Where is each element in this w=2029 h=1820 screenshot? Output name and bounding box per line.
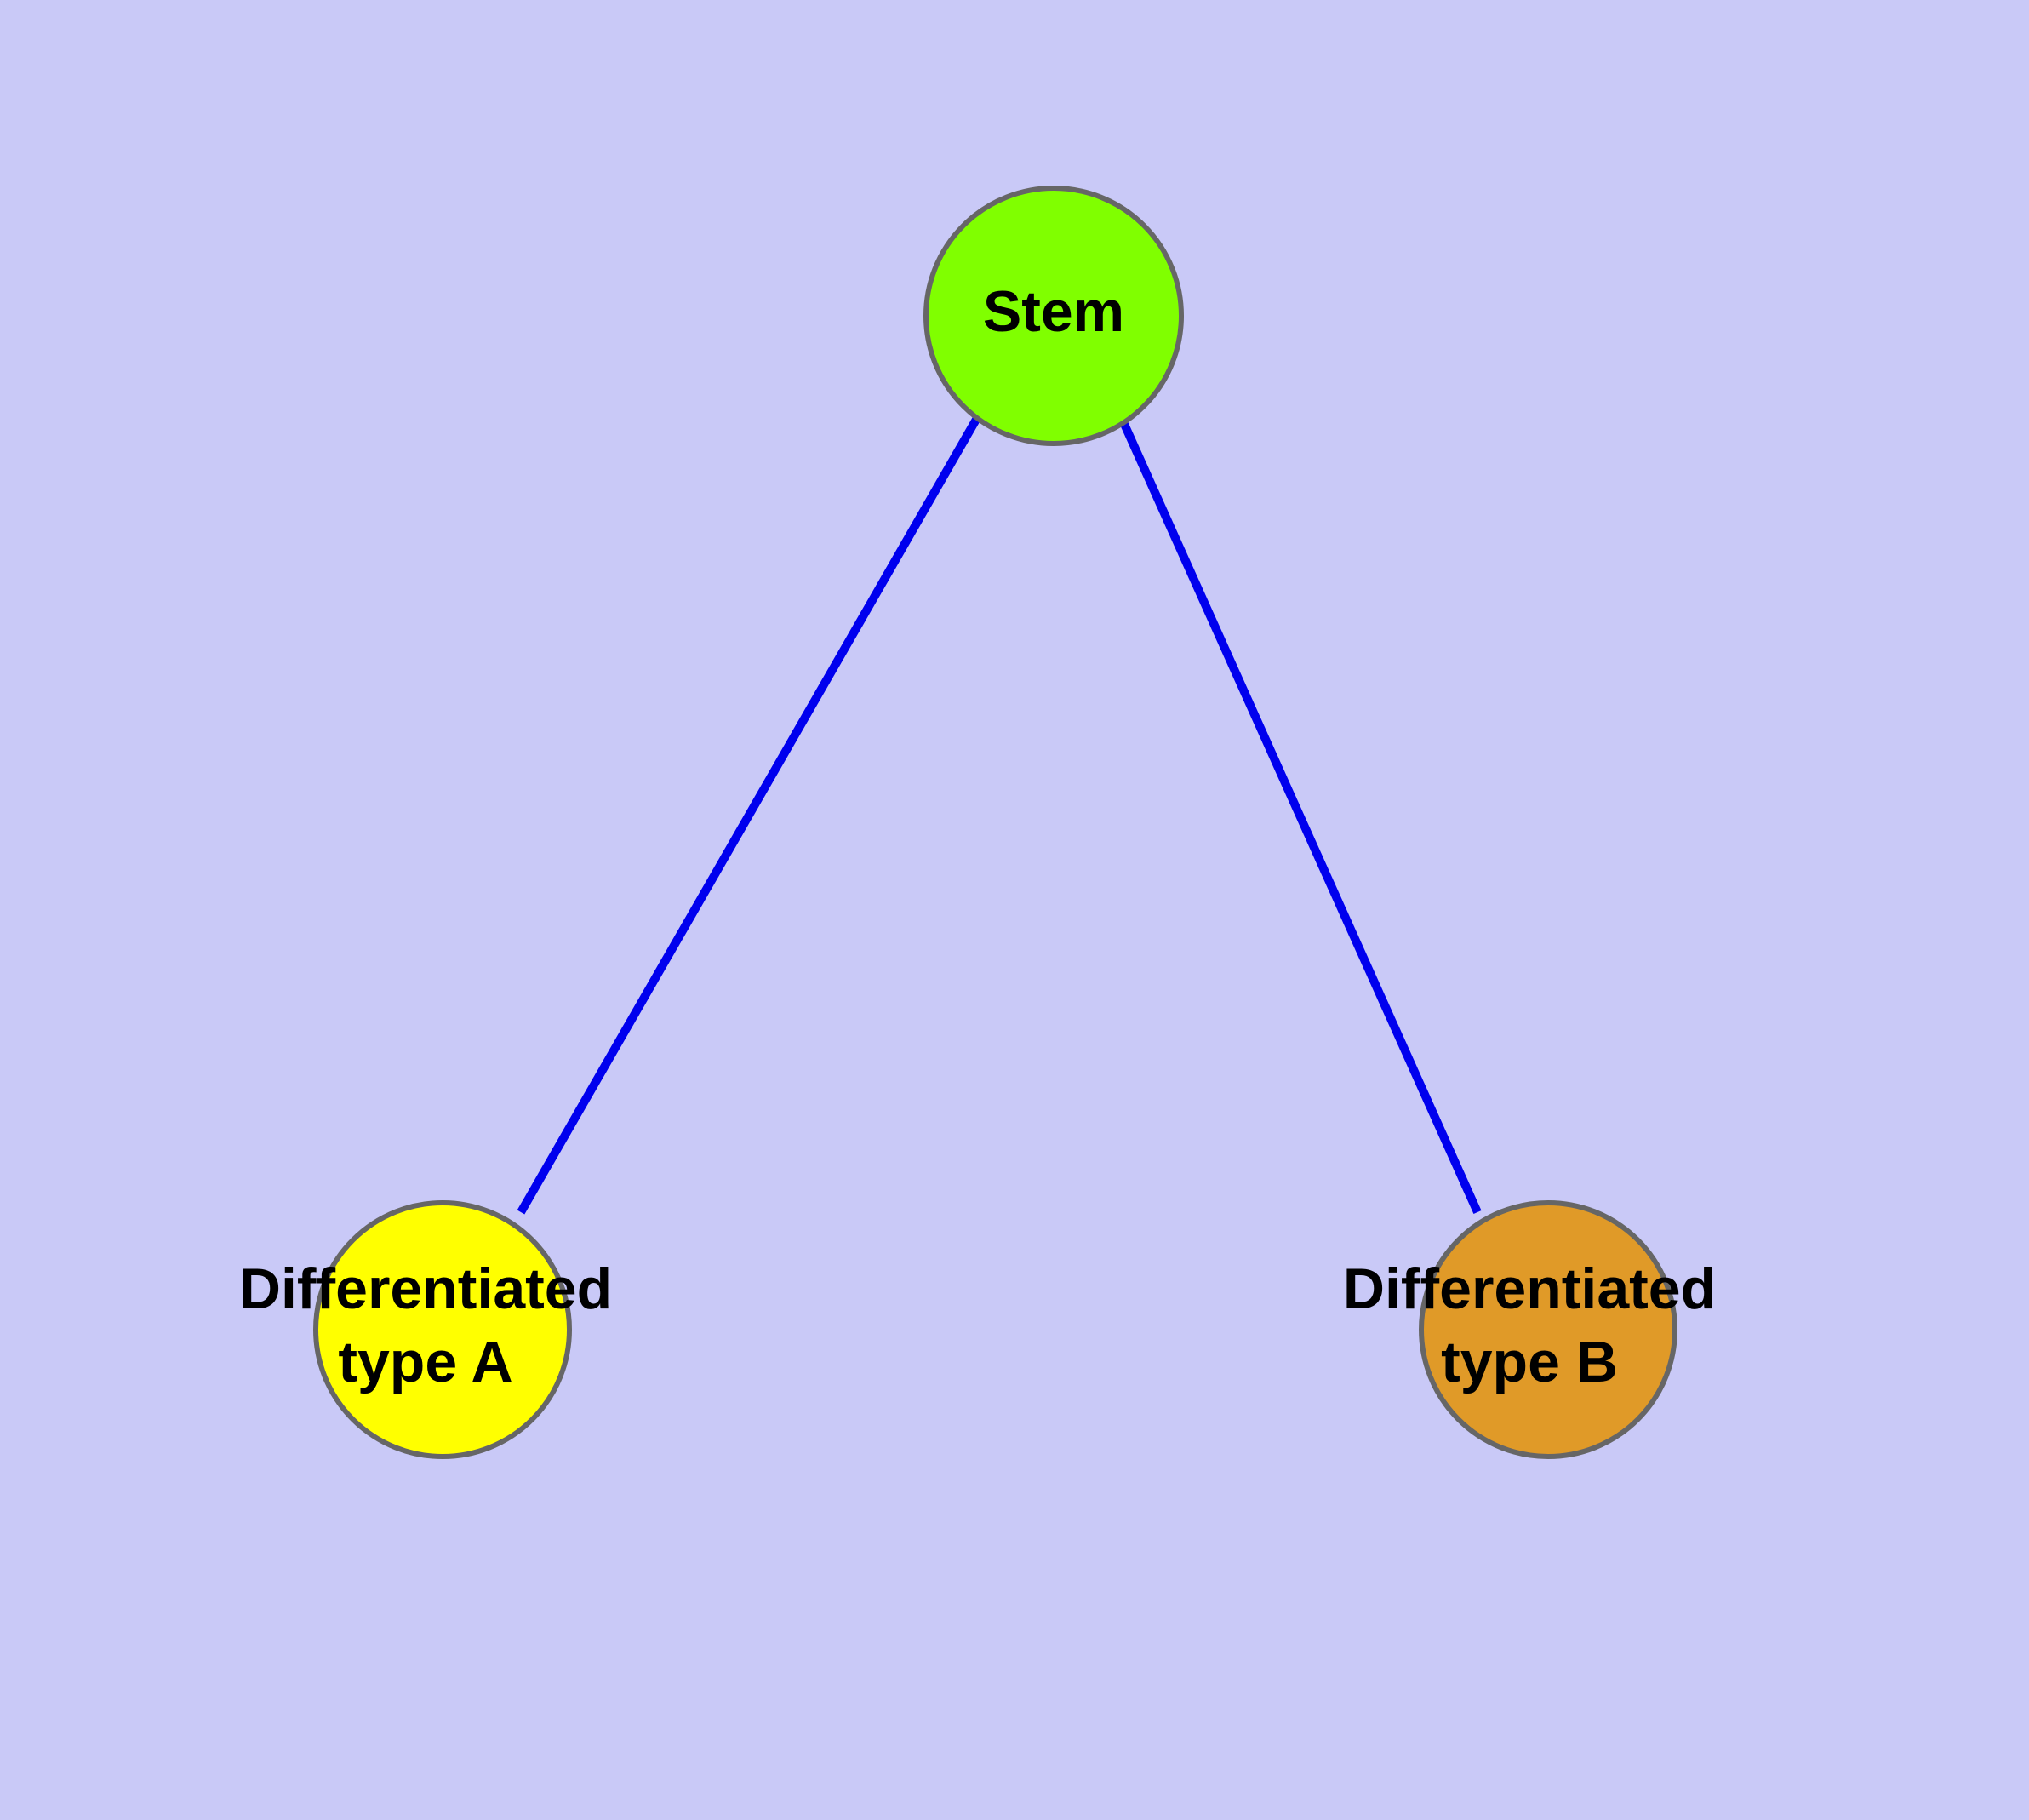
edge-stem-to-diff-b — [1119, 420, 1482, 1215]
node-circle-stem[interactable] — [923, 186, 1184, 446]
node-circle-diff-b[interactable] — [1419, 1200, 1677, 1459]
node-label-line: type A — [338, 1330, 512, 1394]
node-label-line: Stem — [983, 279, 1124, 344]
node-diff-a[interactable]: Differentiated type A — [239, 1200, 612, 1459]
edge-stem-to-diff-a — [517, 415, 981, 1215]
node-diff-b[interactable]: Differentiated type B — [1343, 1200, 1716, 1459]
node-label-line: Differentiated — [239, 1256, 612, 1321]
node-label-diff-b: Differentiated type B — [1343, 1256, 1716, 1394]
edges-layer — [517, 415, 1482, 1215]
node-label-diff-a: Differentiated type A — [239, 1256, 612, 1394]
node-label-line: type B — [1441, 1330, 1618, 1394]
node-circle-diff-a[interactable] — [313, 1200, 572, 1459]
node-label-stem: Stem — [983, 279, 1124, 344]
node-label-line: Differentiated — [1343, 1256, 1716, 1321]
node-stem[interactable]: Stem — [923, 186, 1184, 446]
